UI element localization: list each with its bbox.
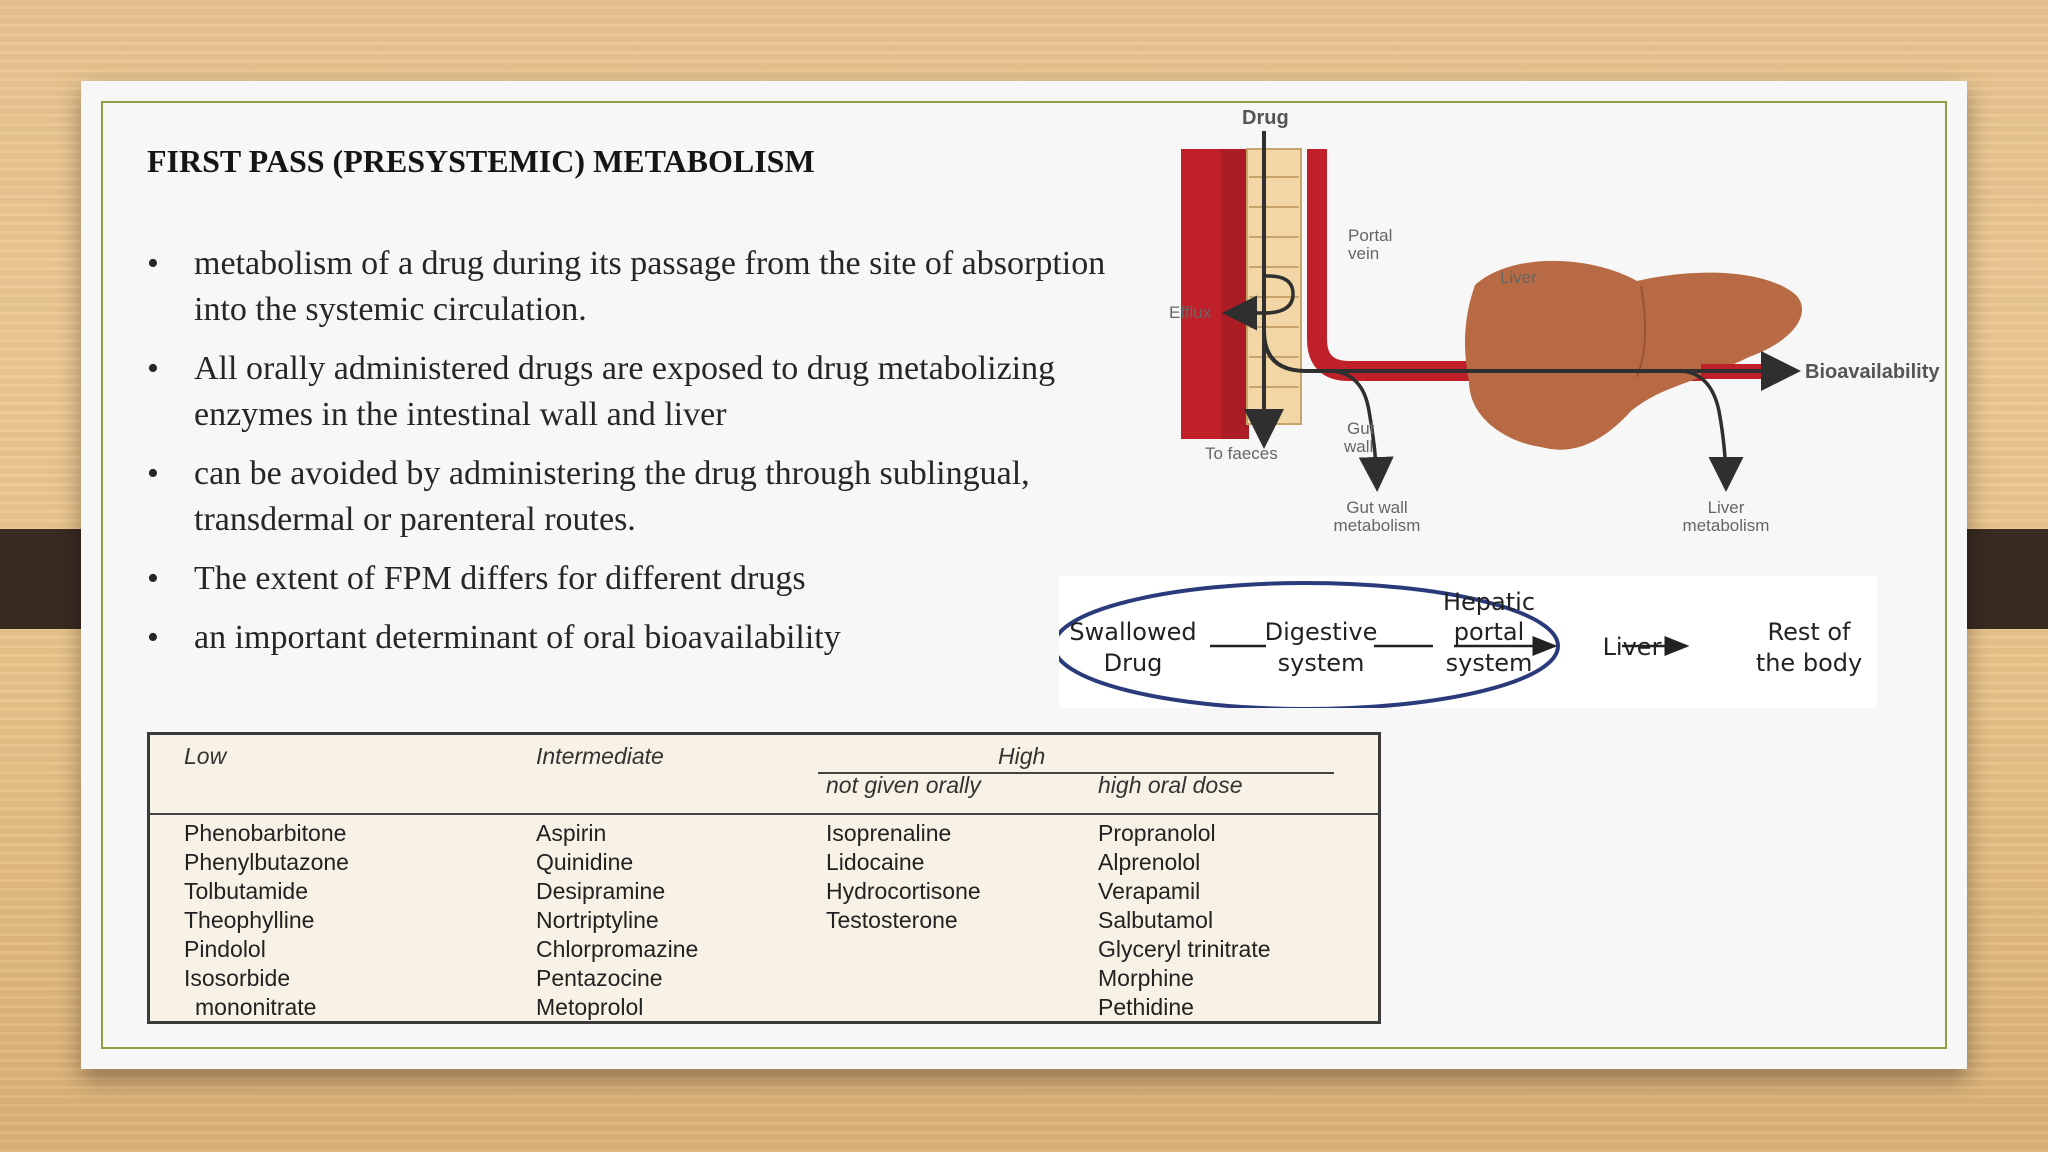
drug-name: Isosorbide	[184, 965, 291, 991]
bullet-item: • The extent of FPM differs for different…	[147, 556, 1107, 602]
bullet-item: • can be avoided by administering the dru…	[147, 451, 1107, 543]
slide-title: FIRST PASS (PRESYSTEMIC) METABOLISM	[147, 143, 815, 179]
first-pass-drug-table: Low Intermediate High not given orally h…	[147, 732, 1381, 1024]
gut-villi-lines	[1249, 176, 1299, 388]
drug-name: Nortriptyline	[536, 907, 659, 933]
flow-hepatic-portal-system: Hepatic	[1443, 588, 1535, 616]
gut-wall-label: wall	[1343, 437, 1373, 456]
drug-name: Hydrocortisone	[826, 878, 981, 904]
liver-label: Liver	[1500, 268, 1537, 287]
drug-name: Desipramine	[536, 878, 666, 904]
liver-shape	[1464, 260, 1803, 450]
flow-rest-of-body: the body	[1756, 649, 1862, 677]
gut-wall-metabolism-label: Gut wall	[1346, 498, 1407, 517]
drug-name: Tolbutamide	[184, 878, 309, 904]
first-pass-diagram: Drug Portal vein Liver Efflux Bioavailab…	[1169, 107, 1940, 535]
bullet-icon: •	[147, 245, 159, 282]
drug-name: Pentazocine	[536, 965, 663, 991]
bullet-text: metabolism of a drug during its passage …	[194, 245, 1106, 328]
bullet-icon: •	[147, 455, 159, 492]
header-low: Low	[184, 743, 227, 769]
drug-name: Isoprenaline	[826, 820, 952, 846]
drug-name: Pethidine	[1098, 994, 1194, 1020]
flow-hepatic-portal-system: system	[1446, 649, 1533, 677]
drug-name: Testosterone	[826, 907, 958, 933]
drug-name: Metoprolol	[536, 994, 644, 1020]
drug-name: Quinidine	[536, 849, 634, 875]
liver-metabolism-label: metabolism	[1683, 516, 1770, 535]
portal-vein-label: vein	[1348, 244, 1379, 263]
drug-name: Theophylline	[184, 907, 315, 933]
flow-swallowed-drug: Swallowed	[1069, 618, 1196, 646]
drug-name: Verapamil	[1098, 878, 1201, 904]
drug-name: Phenylbutazone	[184, 849, 349, 875]
slide-frame	[101, 101, 1947, 1049]
bullet-item: • metabolism of a drug during its passage…	[147, 241, 1107, 333]
drug-name: Pindolol	[184, 936, 266, 962]
drug-name: Propranolol	[1098, 820, 1216, 846]
drug-label: Drug	[1242, 107, 1289, 129]
bullet-item: • All orally administered drugs are expos…	[147, 346, 1107, 438]
drug-name: Salbutamol	[1098, 907, 1214, 933]
bullet-list: • metabolism of a drug during its passage…	[147, 241, 1107, 674]
drug-name: Lidocaine	[826, 849, 925, 875]
to-faeces-label: To faeces	[1205, 444, 1278, 463]
vessel-shade	[1221, 149, 1249, 439]
bullet-text: All orally administered drugs are expose…	[194, 350, 1056, 433]
first-pass-flow-chart: Swallowed Drug Digestive system Hepatic …	[1059, 576, 1877, 708]
efflux-label: Efflux	[1169, 303, 1212, 322]
drug-name: Glyceryl trinitrate	[1098, 936, 1271, 962]
flow-digestive-system: Digestive	[1265, 618, 1378, 646]
bullet-text: The extent of FPM differs for different …	[194, 560, 806, 597]
drug-name: mononitrate	[195, 994, 317, 1020]
bullet-icon: •	[147, 560, 159, 597]
liver-metabolism-arrow	[1680, 369, 1744, 492]
column-high-oral-dose: Propranolol Alprenolol Verapamil Salbuta…	[1098, 819, 1271, 1022]
drug-name: Phenobarbitone	[184, 820, 347, 846]
flow-swallowed-drug: Drug	[1104, 649, 1163, 677]
slide: FIRST PASS (PRESYSTEMIC) METABOLISM • met…	[81, 81, 1967, 1069]
header-intermediate: Intermediate	[536, 743, 664, 769]
drug-name: Aspirin	[536, 820, 607, 846]
high-header-rule	[818, 772, 1334, 774]
drug-name: Morphine	[1098, 965, 1194, 991]
header-high-oral-dose: high oral dose	[1098, 772, 1243, 798]
column-low: Phenobarbitone Phenylbutazone Tolbutamid…	[184, 819, 349, 1022]
bioavailability-arrow	[1262, 330, 1801, 391]
header-high: High	[998, 743, 1046, 769]
flow-digestive-system: system	[1278, 649, 1365, 677]
table-header-divider	[150, 813, 1378, 815]
gut-wall-metabolism-label: metabolism	[1334, 516, 1421, 535]
column-intermediate: Aspirin Quinidine Desipramine Nortriptyl…	[536, 819, 698, 1022]
bullet-item: • an important determinant of oral bioava…	[147, 615, 1107, 661]
bullet-icon: •	[147, 619, 159, 656]
bullet-icon: •	[147, 350, 159, 387]
bullet-text: can be avoided by administering the drug…	[194, 455, 1030, 538]
bullet-text: an important determinant of oral bioavai…	[194, 619, 841, 656]
liver-metabolism-label: Liver	[1708, 498, 1745, 517]
drug-name: Alprenolol	[1098, 849, 1201, 875]
circulation-ellipse	[1059, 581, 1560, 708]
drug-name: Chlorpromazine	[536, 936, 699, 962]
efflux-arrow	[1222, 274, 1295, 331]
flow-liver: Liver	[1603, 633, 1662, 661]
flow-hepatic-portal-system: portal	[1454, 618, 1525, 646]
column-not-given-orally: Isoprenaline Lidocaine Hydrocortisone Te…	[826, 819, 981, 935]
header-not-given-orally: not given orally	[826, 772, 981, 798]
portal-vein-label: Portal	[1348, 226, 1392, 245]
bioavailability-label: Bioavailability	[1805, 361, 1940, 383]
flow-rest-of-body: Rest of	[1767, 618, 1851, 646]
gut-wall-label: Gut	[1347, 419, 1375, 438]
gut-wall-metabolism-arrow	[1330, 369, 1394, 492]
